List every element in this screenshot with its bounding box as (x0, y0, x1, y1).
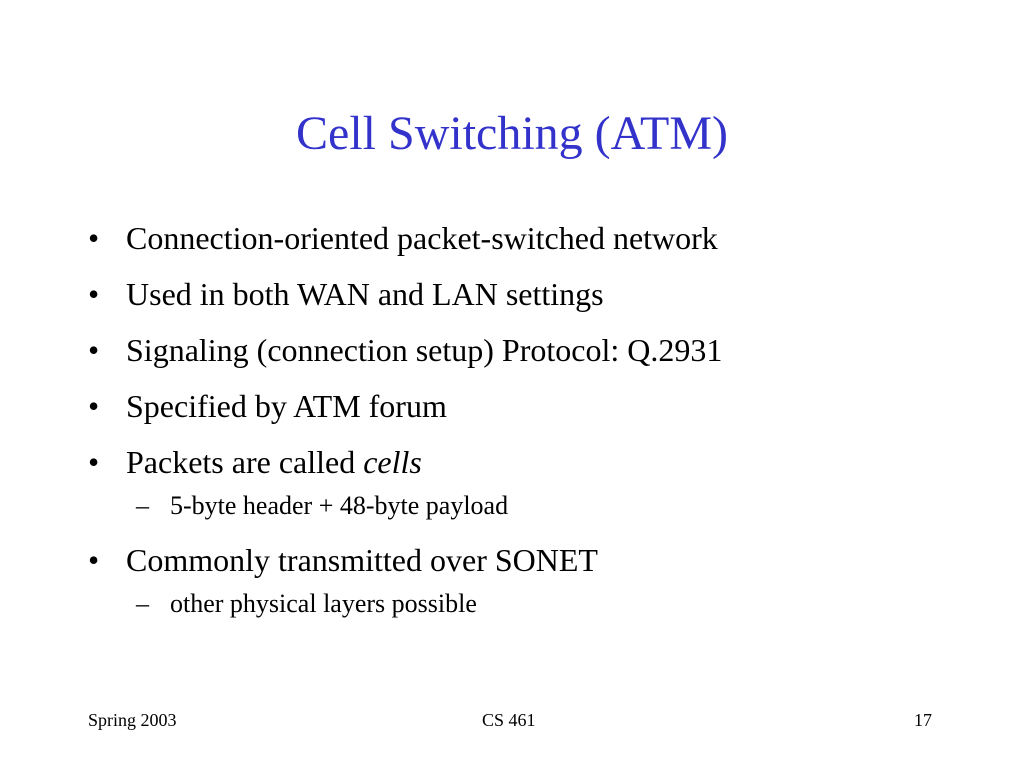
bullet-marker: • (88, 332, 100, 368)
bullet-list: • Connection-oriented packet-switched ne… (88, 210, 968, 630)
bullet-marker: • (88, 542, 100, 578)
slide-title: Cell Switching (ATM) (296, 107, 728, 160)
bullet-text: Specified by ATM forum (126, 388, 447, 424)
footer-course: CS 461 (482, 710, 536, 730)
sub-bullet-text: other physical layers possible (170, 589, 477, 618)
bullet-marker: • (88, 220, 100, 256)
sub-bullet-item: – 5-byte header + 48-byte payload (88, 486, 968, 526)
page-number: 17 (914, 710, 932, 730)
bullet-item: • Signaling (connection setup) Protocol:… (88, 322, 968, 378)
bullet-marker: • (88, 276, 100, 312)
bullet-marker: • (88, 444, 100, 480)
sub-bullet-item: – other physical layers possible (88, 584, 968, 624)
sub-bullet-text: 5-byte header + 48-byte payload (170, 491, 509, 520)
sub-bullet-marker: – (136, 589, 149, 618)
bullet-item: • Commonly transmitted over SONET (88, 532, 968, 588)
bullet-text: Commonly transmitted over SONET (126, 542, 598, 578)
footer-date: Spring 2003 (88, 710, 177, 730)
bullet-text: Connection-oriented packet-switched netw… (126, 220, 718, 256)
bullet-text: Used in both WAN and LAN settings (126, 276, 604, 312)
bullet-item: • Specified by ATM forum (88, 378, 968, 434)
bullet-emphasis: cells (363, 444, 422, 480)
bullet-marker: • (88, 388, 100, 424)
sub-bullet-marker: – (136, 491, 149, 520)
bullet-text: Packets are called (126, 444, 364, 480)
bullet-item: • Packets are called cells (88, 434, 968, 490)
bullet-item: • Used in both WAN and LAN settings (88, 266, 968, 322)
bullet-item: • Connection-oriented packet-switched ne… (88, 210, 968, 266)
bullet-text: Signaling (connection setup) Protocol: Q… (126, 332, 723, 368)
